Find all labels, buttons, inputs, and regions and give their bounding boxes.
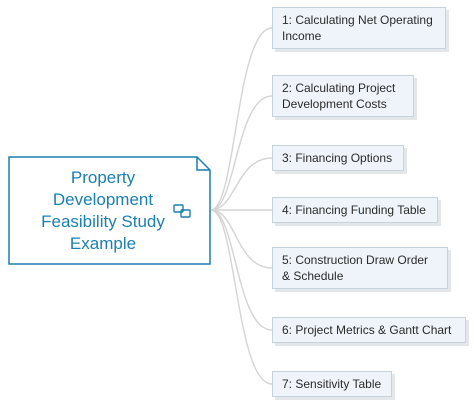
- central-title-line-1: Property: [70, 168, 136, 187]
- topic-7-label: 7: Sensitivity Table: [282, 377, 382, 391]
- topic-3-label: 3: Financing Options: [282, 151, 393, 165]
- topic-4-label: 4: Financing Funding Table: [282, 203, 426, 217]
- topic-5[interactable]: 5: Construction Draw Order & Schedule: [272, 247, 448, 289]
- topic-2-label: 2: Calculating Project Development Costs: [282, 81, 396, 111]
- topic-3[interactable]: 3: Financing Options: [272, 145, 404, 171]
- topic-6-label: 6: Project Metrics & Gantt Chart: [282, 323, 452, 337]
- topic-5-label: 5: Construction Draw Order & Schedule: [282, 253, 429, 283]
- connector-6: [210, 209, 273, 331]
- topic-4[interactable]: 4: Financing Funding Table: [272, 197, 438, 223]
- topic-7[interactable]: 7: Sensitivity Table: [272, 371, 392, 397]
- central-title-line-3: Feasibility Study: [41, 212, 165, 231]
- connector-7: [210, 209, 273, 385]
- connector-3: [210, 157, 273, 211]
- connector-2: [210, 95, 273, 211]
- topic-2[interactable]: 2: Calculating Project Development Costs: [272, 75, 414, 117]
- central-topic-title: Property Development Feasibility Study E…: [28, 167, 178, 255]
- linked-topics-icon[interactable]: [173, 204, 191, 218]
- topic-1[interactable]: 1: Calculating Net Operating Income: [272, 7, 446, 49]
- topic-6[interactable]: 6: Project Metrics & Gantt Chart: [272, 317, 466, 343]
- central-title-line-4: Example: [69, 234, 137, 253]
- central-topic-shape: [8, 156, 211, 265]
- connector-5: [210, 209, 273, 269]
- central-topic[interactable]: Property Development Feasibility Study E…: [8, 156, 211, 265]
- topic-1-label: 1: Calculating Net Operating Income: [282, 13, 433, 43]
- central-title-line-2: Development: [52, 190, 154, 209]
- connector-1: [210, 27, 273, 211]
